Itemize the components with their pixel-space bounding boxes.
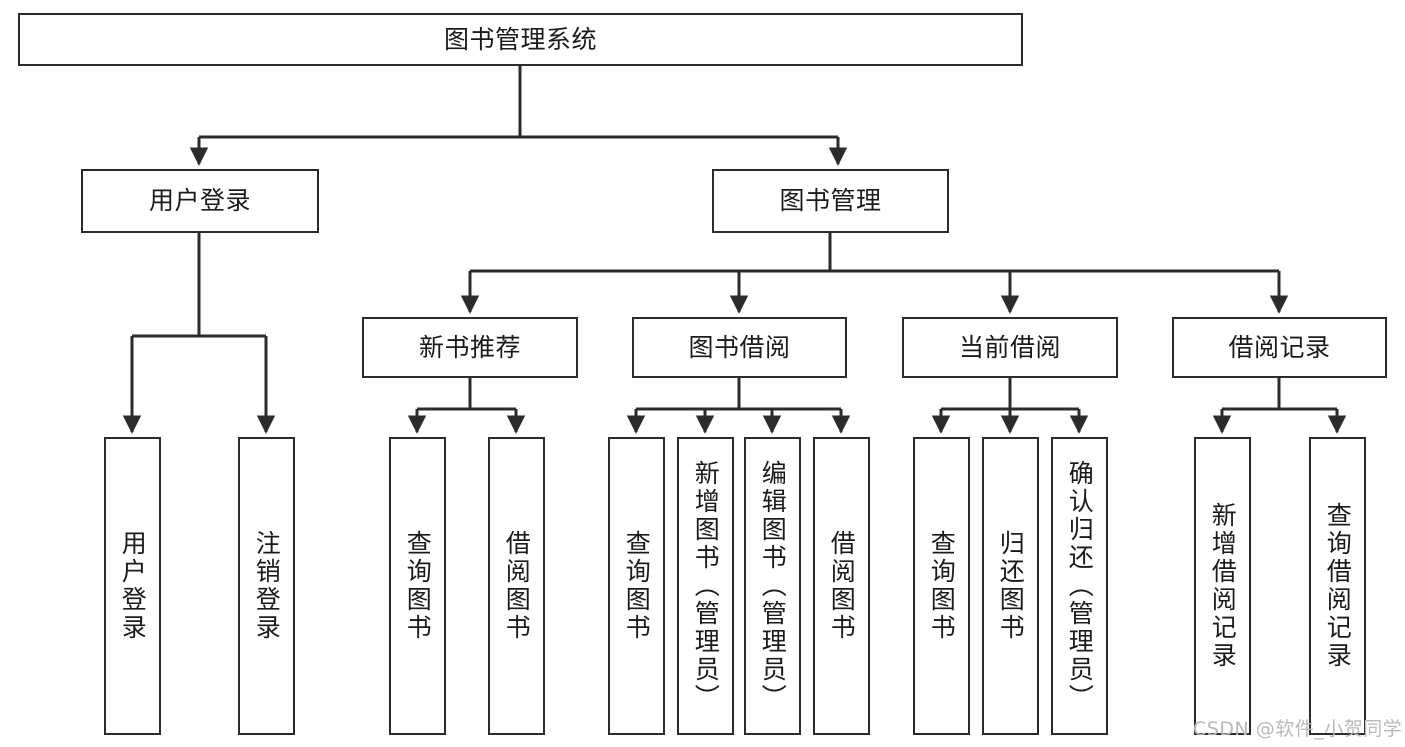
leaf-add-book[interactable]: 新增图书（管理员） <box>677 437 734 735</box>
leaf-add-record[interactable]: 新增借阅记录 <box>1194 437 1251 735</box>
node-book-manage[interactable]: 图书管理 <box>712 169 949 233</box>
leaf-borrow-book-2-label: 借阅图书 <box>827 530 857 642</box>
node-book-manage-label: 图书管理 <box>779 186 882 216</box>
node-new-book-rec-label: 新书推荐 <box>418 332 521 362</box>
leaf-query-record-label: 查询借阅记录 <box>1323 502 1353 670</box>
node-book-borrow-label: 图书借阅 <box>688 332 791 362</box>
leaf-user-login-label: 用户登录 <box>118 530 148 642</box>
leaf-confirm-return[interactable]: 确认归还（管理员） <box>1051 437 1108 735</box>
leaf-return-book-label: 归还图书 <box>996 530 1026 642</box>
leaf-query-book-1-label: 查询图书 <box>403 530 433 642</box>
leaf-add-book-label: 新增图书（管理员） <box>691 460 721 712</box>
watermark: CSDN @软件_小贺同学 <box>1193 718 1403 740</box>
node-user-login-label: 用户登录 <box>148 186 251 216</box>
leaf-query-record[interactable]: 查询借阅记录 <box>1309 437 1366 735</box>
node-current-borrow[interactable]: 当前借阅 <box>902 317 1118 378</box>
node-current-borrow-label: 当前借阅 <box>958 332 1061 362</box>
node-borrow-record-label: 借阅记录 <box>1228 332 1331 362</box>
node-new-book-rec[interactable]: 新书推荐 <box>362 317 578 378</box>
leaf-query-book-2[interactable]: 查询图书 <box>608 437 665 735</box>
leaf-borrow-book-1[interactable]: 借阅图书 <box>488 437 545 735</box>
leaf-return-book[interactable]: 归还图书 <box>982 437 1039 735</box>
leaf-query-book-1[interactable]: 查询图书 <box>389 437 446 735</box>
node-borrow-record[interactable]: 借阅记录 <box>1172 317 1387 378</box>
leaf-edit-book[interactable]: 编辑图书（管理员） <box>744 437 801 735</box>
leaf-query-book-3[interactable]: 查询图书 <box>913 437 970 735</box>
leaf-borrow-book-1-label: 借阅图书 <box>502 530 532 642</box>
node-root[interactable]: 图书管理系统 <box>18 13 1023 66</box>
leaf-confirm-return-label: 确认归还（管理员） <box>1065 460 1095 712</box>
leaf-user-logout[interactable]: 注销登录 <box>238 437 295 735</box>
leaf-user-login[interactable]: 用户登录 <box>104 437 161 735</box>
leaf-add-record-label: 新增借阅记录 <box>1208 502 1238 670</box>
node-user-login[interactable]: 用户登录 <box>81 169 319 233</box>
leaf-query-book-2-label: 查询图书 <box>622 530 652 642</box>
leaf-edit-book-label: 编辑图书（管理员） <box>758 460 788 712</box>
node-root-label: 图书管理系统 <box>443 24 597 54</box>
leaf-query-book-3-label: 查询图书 <box>927 530 957 642</box>
node-book-borrow[interactable]: 图书借阅 <box>632 317 847 378</box>
leaf-user-logout-label: 注销登录 <box>252 530 282 642</box>
leaf-borrow-book-2[interactable]: 借阅图书 <box>813 437 870 735</box>
